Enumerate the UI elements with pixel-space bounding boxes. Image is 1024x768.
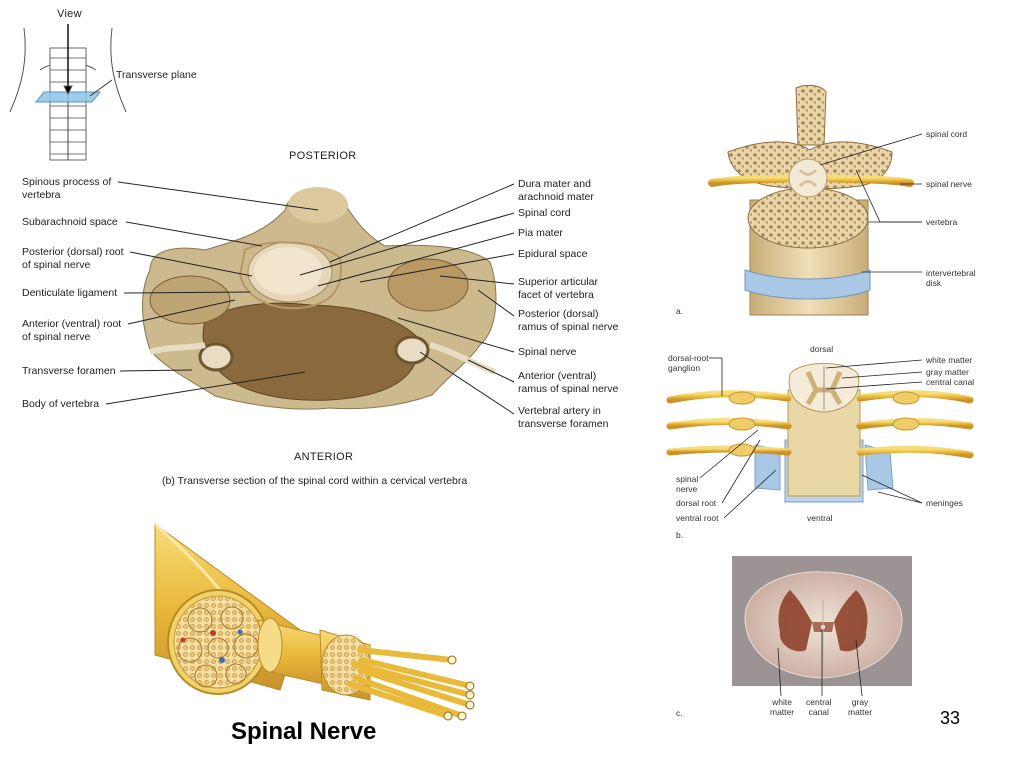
- panel-b-leader-lines: [699, 357, 923, 519]
- figure-b-leader-lines: [105, 181, 515, 415]
- vertebra-cross-section-photo: [142, 187, 497, 410]
- label-epidural-space: Epidural space: [518, 248, 588, 260]
- panel-a-label-spinal-nerve: spinal nerve: [926, 179, 972, 189]
- figure-b-caption: (b) Transverse section of the spinal cor…: [162, 475, 468, 487]
- panel-a-vertebra-illustration: [708, 84, 914, 316]
- panel-b-ventral-label: ventral: [807, 513, 833, 523]
- panel-a-letter: a.: [676, 306, 684, 316]
- panel-b-label-gray-matter: gray matter: [926, 367, 969, 377]
- label-spinal-nerve: Spinal nerve: [518, 346, 577, 358]
- label-dura-mater: Dura mater and arachnoid mater: [518, 178, 594, 203]
- label-transverse-foramen: Transverse foramen: [22, 365, 116, 377]
- panel-b-letter: b.: [676, 530, 684, 540]
- panel-b-label-dorsal-root-ganglion: dorsal-root ganglion: [668, 353, 709, 373]
- anterior-label: ANTERIOR: [294, 451, 354, 463]
- panel-b-dorsal-label: dorsal: [810, 344, 834, 354]
- label-spinous-process: Spinous process of vertebra: [22, 176, 112, 201]
- panel-a-label-vertebra: vertebra: [926, 217, 958, 227]
- panel-a-label-intervertebral-disk: intervertebral disk: [926, 268, 976, 288]
- panel-c-label-white-matter: white matter: [770, 697, 795, 717]
- panel-c-letter: c.: [676, 708, 683, 718]
- label-body-of-vertebra: Body of vertebra: [22, 398, 100, 410]
- panel-b-label-meninges: meninges: [926, 498, 963, 508]
- panel-b-spinal-cord-illustration: [666, 363, 974, 503]
- panel-b-label-dorsal-root: dorsal root: [676, 498, 717, 508]
- panel-b-label-white-matter: white matter: [926, 355, 973, 365]
- panel-b-label-spinal-nerve: spinal nerve: [676, 474, 699, 494]
- label-pia-mater: Pia mater: [518, 227, 563, 239]
- label-denticulate-ligament: Denticulate ligament: [22, 287, 118, 299]
- label-superior-articular-facet: Superior articular facet of vertebra: [518, 276, 598, 301]
- panel-c-label-central-canal: central canal: [806, 697, 832, 717]
- transverse-plane-label: Transverse plane: [116, 69, 197, 81]
- neck-orientation-sketch: [9, 24, 127, 161]
- panel-c-label-gray-matter: gray matter: [848, 697, 873, 717]
- slide-title: Spinal Nerve: [231, 718, 377, 745]
- label-spinal-cord: Spinal cord: [518, 207, 571, 219]
- panel-b-label-ventral-root: ventral root: [676, 513, 719, 523]
- view-label: View: [57, 8, 82, 20]
- panel-a-label-spinal-cord: spinal cord: [926, 129, 968, 139]
- label-anterior-ramus: Anterior (ventral) ramus of spinal nerve: [518, 370, 619, 395]
- panel-a-leader-lines: [819, 133, 923, 273]
- panel-c-leader-lines: [777, 630, 863, 697]
- nerve-cable-cross-section: [153, 522, 475, 721]
- label-posterior-root: Posterior (dorsal) root of spinal nerve: [22, 246, 124, 271]
- label-anterior-root: Anterior (ventral) root of spinal nerve: [22, 318, 122, 343]
- label-vertebral-artery: Vertebral artery in transverse foramen: [518, 405, 609, 430]
- page-number: 33: [940, 708, 961, 728]
- label-subarachnoid-space: Subarachnoid space: [22, 216, 118, 228]
- panel-b-label-central-canal: central canal: [926, 377, 975, 387]
- posterior-label: POSTERIOR: [289, 150, 357, 162]
- label-posterior-ramus: Posterior (dorsal) ramus of spinal nerve: [518, 308, 619, 333]
